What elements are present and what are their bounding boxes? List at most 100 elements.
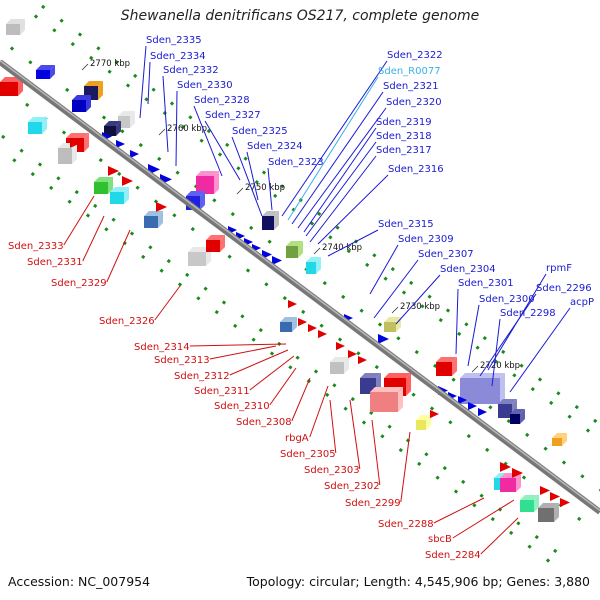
feature-box [330,357,349,374]
gene-label-reverse: Sden_2310 [214,401,270,412]
feature-box [370,387,403,412]
feature-box [36,65,55,79]
feature-box [500,473,521,492]
leader-line [309,155,377,243]
leader-line [204,120,241,181]
gene-label-forward: Sden_2296 [536,283,592,294]
leader-line [371,419,381,486]
leader-line [229,349,289,376]
gene-label-reverse: Sden_2302 [324,481,380,492]
leader-line [467,304,480,367]
gene-label-forward: Sden_2315 [378,219,434,230]
feature-box [84,81,103,100]
feature-arrow [70,138,81,148]
gene-label-forward: Sden_2317 [376,145,432,156]
feature-arrow [122,176,133,186]
leader-line [433,497,485,524]
feature-arrow [348,350,357,359]
feature-box [460,373,505,404]
feature-box [280,317,297,332]
feature-arrow [116,140,125,149]
gene-label-reverse: Sden_2303 [304,465,360,476]
feature-arrow [540,486,550,495]
gene-label-forward: Sden_2325 [232,126,288,137]
gene-label-reverse: Sden_2312 [174,371,230,382]
leader-line [291,377,311,422]
gene-label-reverse: Sden_2333 [8,241,64,252]
kbp-tick [81,63,89,71]
kbp-label: 2740 kbp [322,243,362,253]
feature-glyphs [0,19,570,522]
leader-line [327,229,379,257]
feature-box [196,171,219,194]
feature-box [94,177,113,194]
feature-arrow [378,334,389,344]
feature-box [262,211,279,230]
gene-label-forward: Sden_2301 [458,278,514,289]
feature-arrow [358,356,367,365]
leader-line [369,244,399,295]
tick-row [9,46,600,492]
leader-line [455,288,459,355]
feature-arrow [468,402,477,411]
feature-box [510,409,525,424]
feature-box [6,19,25,35]
leader-line [82,215,105,262]
feature-arrow [288,300,297,309]
leader-line [400,431,411,503]
gene-label-forward: Sden_2322 [387,50,443,61]
feature-box [104,121,121,136]
tick-row [0,132,567,560]
gene-label-forward: Sden_2332 [163,65,219,76]
leader-line [317,174,389,245]
leader-line [305,141,377,237]
leader-line [297,107,387,229]
feature-box [520,495,539,512]
gene-label-forward: Sden_2316 [388,164,444,175]
feature-box [384,317,401,332]
leader-line [63,195,95,246]
gene-label-forward: Sden_2309 [398,234,454,245]
gene-label-forward: Sden_2320 [386,97,442,108]
kbp-tick [236,187,244,195]
kbp-label: 2730 kbp [400,302,440,312]
leader-line [491,318,501,387]
leader-line [309,385,329,438]
feature-box [552,433,567,446]
gene-label-reverse: Sden_2288 [378,519,434,530]
gene-label-forward: rpmF [546,263,572,274]
gene-label-forward: Sden_2319 [376,117,432,128]
feature-box [58,143,77,164]
feature-arrow [550,492,560,501]
gene-label-forward: Sden_2300 [479,294,535,305]
leader-line [373,259,419,319]
feature-arrow [298,318,307,327]
feature-arrow [336,342,345,351]
feature-arrow [318,330,327,339]
gene-label-forward: Sden_2304 [440,264,496,275]
feature-box [538,503,559,522]
gene-labels: Sden_2335Sden_2334Sden_2332Sden_2330Sden… [8,35,594,561]
feature-box [436,357,457,376]
backbone-line [0,59,600,515]
feature-box [110,187,129,204]
feature-box [144,211,163,228]
leader-line [106,229,131,283]
leader-line [154,285,181,321]
gene-label-forward: Sden_2330 [177,80,233,91]
gene-label-forward: Sden_R0077 [378,66,441,77]
leader-line [193,105,223,177]
leader-line [139,45,147,119]
gene-label-forward: Sden_2327 [205,110,261,121]
backbone-highlight [0,59,600,512]
leader-line [479,293,537,377]
leader-line [287,76,379,221]
leader-line [329,399,337,454]
feature-arrow [478,408,487,417]
feature-arrow [560,498,570,507]
kbp-label: 2720 kbp [480,361,520,371]
gene-label-reverse: sbcB [428,534,452,545]
